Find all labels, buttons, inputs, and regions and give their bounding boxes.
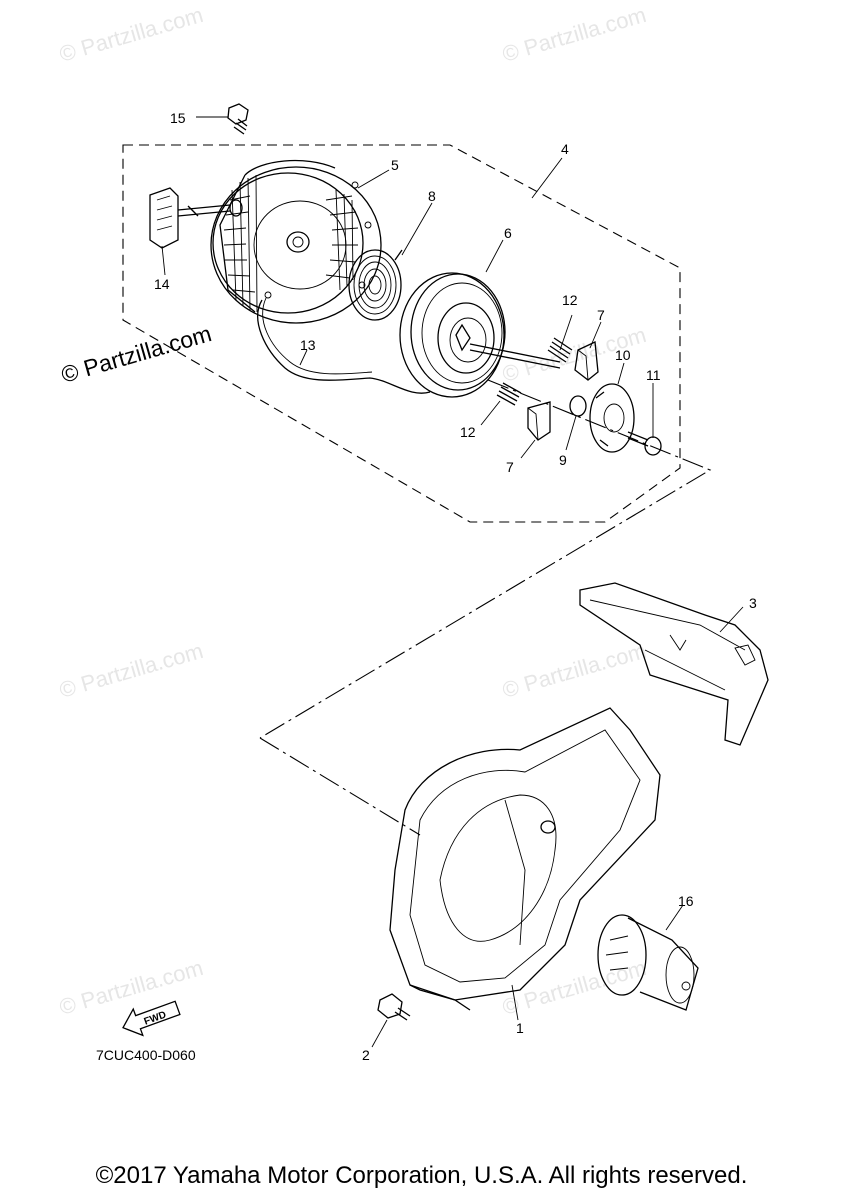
pulley-part-6 xyxy=(399,272,561,398)
bolt-part-2 xyxy=(377,993,411,1021)
fan-housing-part-1 xyxy=(389,707,661,1011)
callout-10: 10 xyxy=(615,347,631,363)
bolt-part-15 xyxy=(227,103,249,135)
rope-part-13 xyxy=(257,299,431,394)
callout-5: 5 xyxy=(391,157,399,173)
spring-part-12-lower xyxy=(496,382,522,406)
watermark-dark: © Partzilla.com xyxy=(58,320,214,388)
callout-1: 1 xyxy=(516,1020,524,1036)
callout-8: 8 xyxy=(428,188,436,204)
callout-4: 4 xyxy=(561,141,569,157)
watermark: © Partzilla.com xyxy=(499,2,648,67)
callouts: 15 5 8 6 4 12 7 10 11 13 14 12 7 9 3 16 … xyxy=(154,110,757,1063)
ratchet-part-7-lower xyxy=(527,401,551,441)
callout-3: 3 xyxy=(749,595,757,611)
diagram-code: 7CUC400-D060 xyxy=(96,1047,196,1063)
callout-13: 13 xyxy=(300,337,316,353)
watermark: © Partzilla.com xyxy=(56,955,205,1020)
watermark: © Partzilla.com xyxy=(56,638,205,703)
watermark: © Partzilla.com xyxy=(56,2,205,67)
leader-lines xyxy=(161,116,744,1048)
callout-2: 2 xyxy=(362,1047,370,1063)
callout-11: 11 xyxy=(646,367,661,383)
callout-6: 6 xyxy=(504,225,512,241)
starter-handle-part-14 xyxy=(149,187,243,249)
watermark: © Partzilla.com xyxy=(499,638,648,703)
callout-12-lower: 12 xyxy=(460,424,476,440)
starter-cup-part-16 xyxy=(597,914,699,1011)
starter-case-part-5 xyxy=(210,159,382,324)
alignment-line-lower xyxy=(259,737,421,836)
washer-part-9 xyxy=(569,395,587,417)
callout-14: 14 xyxy=(154,276,170,292)
callout-12-upper: 12 xyxy=(562,292,578,308)
alignment-line-upper xyxy=(259,379,712,739)
cover-part-3 xyxy=(579,582,769,746)
callout-7-lower: 7 xyxy=(506,459,514,475)
copyright-notice: ©2017 Yamaha Motor Corporation, U.S.A. A… xyxy=(95,1162,748,1189)
callout-9: 9 xyxy=(559,452,567,468)
forward-arrow-icon: FWD xyxy=(122,1000,181,1037)
callout-15: 15 xyxy=(170,110,186,126)
spiral-spring-part-8 xyxy=(348,249,403,321)
assembly-boundary xyxy=(122,144,681,523)
callout-7-upper: 7 xyxy=(597,307,605,323)
drive-plate-part-10 xyxy=(589,383,635,453)
spring-part-12-upper xyxy=(547,337,573,363)
callout-16: 16 xyxy=(678,893,694,909)
